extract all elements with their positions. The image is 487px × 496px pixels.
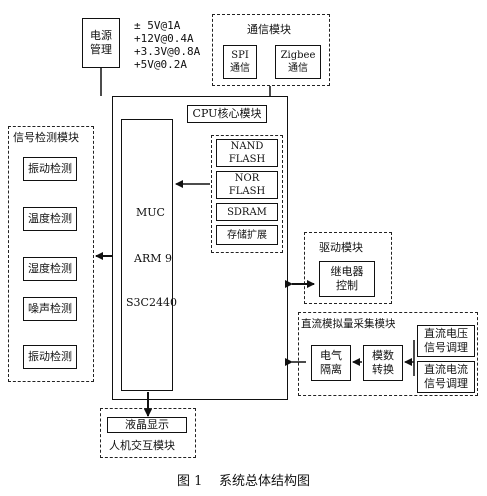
signal-module-title: 信号检测模块 xyxy=(13,131,79,144)
storage-label: 存储扩展 xyxy=(227,229,267,241)
comm-module: 通信模块 SPI 通信 Zigbee 通信 xyxy=(212,14,330,86)
storage-expansion-box: 存储扩展 xyxy=(216,225,278,245)
zigbee-box: Zigbee 通信 xyxy=(275,45,321,79)
nor-line2: FLASH xyxy=(228,186,266,197)
dc-voltage-box: 直流电压 信号调理 xyxy=(417,325,475,357)
dc-acquisition-module: 直流模拟量采集模块 电气 隔离 模数 转换 直流电压 信号调理 直流电流 信号调… xyxy=(298,312,478,396)
power-label-line2: 管理 xyxy=(90,43,112,56)
relay-line2: 控制 xyxy=(336,279,358,292)
signal-detection-module: 信号检测模块 振动检测 温度检测 湿度检测 噪声检测 振动检测 xyxy=(8,126,94,382)
signal-item-3-label: 湿度检测 xyxy=(28,262,72,275)
power-spec-2: +12V@0.4A xyxy=(134,32,194,45)
relay-control-box: 继电器 控制 xyxy=(319,261,375,297)
mcu-line2: ARM 9 xyxy=(134,252,172,265)
current-line2: 信号调理 xyxy=(424,377,468,390)
drive-module: 驱动模块 继电器 控制 xyxy=(304,232,392,304)
voltage-line2: 信号调理 xyxy=(424,341,468,354)
signal-item-4: 噪声检测 xyxy=(23,297,77,321)
zigbee-line2: 通信 xyxy=(288,63,308,74)
dc-module-title: 直流模拟量采集模块 xyxy=(301,318,396,330)
spi-line1: SPI xyxy=(231,50,249,61)
isolation-box: 电气 隔离 xyxy=(311,345,351,381)
signal-item-4-label: 噪声检测 xyxy=(28,302,72,315)
power-label-line1: 电源 xyxy=(90,29,112,42)
power-spec-1: ± 5V@1A xyxy=(134,19,181,32)
cpu-module-title: CPU核心模块 xyxy=(192,107,262,120)
adc-line2: 转换 xyxy=(372,363,394,376)
relay-line1: 继电器 xyxy=(330,265,364,278)
signal-item-2: 温度检测 xyxy=(23,207,77,231)
power-management-box: 电源 管理 xyxy=(82,18,120,68)
signal-item-1: 振动检测 xyxy=(23,157,77,181)
voltage-line1: 直流电压 xyxy=(424,327,468,340)
mcu-block: MUC ARM 9 S3C2440 xyxy=(121,119,177,391)
nand-line1: NAND xyxy=(230,141,264,152)
figure-caption: 图 1 系统总体结构图 xyxy=(177,474,310,489)
lcd-box: 液晶显示 xyxy=(107,417,187,433)
nor-line1: NOR xyxy=(234,173,260,184)
cpu-module-title-box: CPU核心模块 xyxy=(187,105,267,123)
comm-module-title: 通信模块 xyxy=(247,23,291,36)
mcu-line1: MUC xyxy=(136,206,165,219)
power-spec-3: +3.3V@0.8A xyxy=(134,45,201,58)
signal-item-3: 湿度检测 xyxy=(23,257,77,281)
current-line1: 直流电流 xyxy=(424,363,468,376)
sdram-label: SDRAM xyxy=(227,206,267,218)
memory-group: NAND FLASH NOR FLASH SDRAM 存储扩展 xyxy=(211,135,283,253)
sdram-box: SDRAM xyxy=(216,203,278,221)
zigbee-line1: Zigbee xyxy=(280,50,316,61)
isolation-line1: 电气 xyxy=(320,349,342,362)
power-specs: ± 5V@1A +12V@0.4A +3.3V@0.8A +5V@0.2A xyxy=(134,19,200,71)
nand-line2: FLASH xyxy=(228,154,266,165)
signal-item-1-label: 振动检测 xyxy=(28,162,72,175)
drive-module-title: 驱动模块 xyxy=(319,241,363,254)
mcu-line3: S3C2440 xyxy=(126,296,177,309)
isolation-line2: 隔离 xyxy=(320,363,342,376)
nor-flash-box: NOR FLASH xyxy=(216,171,278,199)
spi-line2: 通信 xyxy=(230,63,250,74)
cpu-core-module: CPU核心模块 MUC ARM 9 S3C2440 NAND FLASH NOR… xyxy=(112,96,288,400)
hmi-label: 人机交互模块 xyxy=(109,439,175,452)
adc-box: 模数 转换 xyxy=(363,345,403,381)
lcd-hmi-module: 液晶显示 人机交互模块 xyxy=(100,408,196,458)
signal-item-2-label: 温度检测 xyxy=(28,212,72,225)
spi-box: SPI 通信 xyxy=(223,45,257,79)
signal-item-5: 振动检测 xyxy=(23,345,77,369)
dc-current-box: 直流电流 信号调理 xyxy=(417,361,475,393)
adc-line1: 模数 xyxy=(372,349,394,362)
power-spec-4: +5V@0.2A xyxy=(134,58,187,71)
lcd-label: 液晶显示 xyxy=(125,418,169,431)
signal-item-5-label: 振动检测 xyxy=(28,350,72,363)
nand-flash-box: NAND FLASH xyxy=(216,139,278,167)
